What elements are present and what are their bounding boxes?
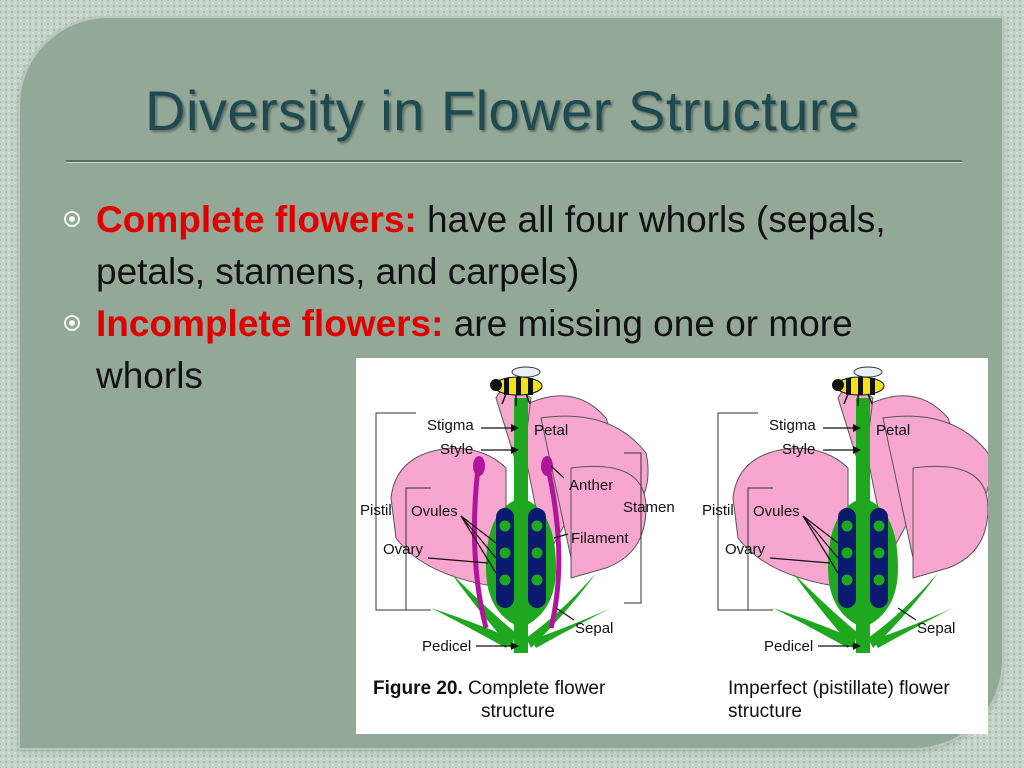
label-filament: Filament — [571, 530, 629, 547]
filament-shape — [545, 467, 562, 629]
ovules-group — [840, 519, 886, 587]
caption-figure-number: Figure 20. — [373, 678, 463, 699]
sepal-shape — [526, 573, 596, 648]
ovules-group — [498, 519, 544, 587]
label-petal: Petal — [534, 422, 568, 439]
label-stigma: Stigma — [769, 417, 816, 434]
style-shape — [856, 398, 870, 508]
sepal-shape — [873, 608, 953, 648]
bullet-term: Incomplete flowers: — [96, 303, 444, 344]
caption-left-line2: structure — [481, 701, 555, 722]
style-shape — [514, 398, 528, 508]
bee-icon — [832, 366, 885, 406]
ovule — [498, 546, 512, 560]
bracket-lines — [375, 412, 642, 611]
label-pointers — [427, 427, 575, 647]
label-style: Style — [782, 441, 815, 458]
caption-left-line1: Figure 20. Complete flower — [373, 678, 606, 699]
slide-title: Diversity in Flower Structure — [145, 79, 860, 142]
bracket-lines — [717, 412, 773, 611]
ovule — [872, 573, 886, 587]
petal-shape — [912, 465, 988, 579]
label-pointers — [769, 427, 917, 647]
bullet-text: have all four whorls (sepals, petals, st… — [96, 199, 886, 292]
label-sepal: Sepal — [575, 620, 613, 637]
label-ovary: Ovary — [383, 541, 424, 558]
label-pistil: Pistil — [360, 502, 392, 519]
label-pedicel: Pedicel — [764, 638, 813, 655]
flower-diagrams: Stigma Style Petal Anther Stamen Pistil … — [360, 366, 988, 722]
bullet-term: Complete flowers: — [96, 199, 417, 240]
ovule — [498, 519, 512, 533]
sepal-shape — [531, 608, 611, 648]
ovule — [840, 573, 854, 587]
label-ovary: Ovary — [725, 541, 766, 558]
label-pistil: Pistil — [702, 502, 734, 519]
caption-left-text: Complete flower — [463, 678, 606, 699]
circle-bullet-icon — [64, 315, 80, 331]
bullet-text: are missing one or more whorls — [96, 303, 853, 396]
ovule — [498, 573, 512, 587]
label-pedicel: Pedicel — [422, 638, 471, 655]
label-stigma: Stigma — [427, 417, 474, 434]
ovule — [530, 519, 544, 533]
ovule — [530, 573, 544, 587]
petal-shape — [732, 447, 849, 589]
imperfect-flower-diagram: Stigma Style Petal Pistil Ovules Ovary S… — [702, 366, 988, 722]
ovule — [872, 519, 886, 533]
label-arrowheads — [511, 424, 519, 650]
sepal-shape — [431, 608, 511, 648]
label-style: Style — [440, 441, 473, 458]
ovule — [840, 519, 854, 533]
sepal-shape — [773, 608, 853, 648]
anther-shape — [541, 456, 553, 476]
label-stamen: Stamen — [623, 499, 675, 516]
label-arrowheads — [853, 424, 861, 650]
label-petal: Petal — [876, 422, 910, 439]
complete-flower-diagram: Stigma Style Petal Anther Stamen Pistil … — [360, 366, 675, 722]
sepal-shape — [868, 573, 938, 648]
label-anther: Anther — [569, 477, 613, 494]
bullet-list: Complete flowers: have all four whorls (… — [62, 194, 922, 402]
filament-shape — [471, 467, 489, 629]
ovule — [840, 546, 854, 560]
label-ovules: Ovules — [411, 503, 458, 520]
caption-right-line2: structure — [728, 701, 802, 722]
sepal-shape — [793, 573, 858, 648]
ovule — [872, 546, 886, 560]
pedicel-shape — [514, 623, 528, 653]
label-sepal: Sepal — [917, 620, 955, 637]
flower-structure-figure: Stigma Style Petal Anther Stamen Pistil … — [356, 358, 988, 734]
title-divider — [66, 160, 962, 163]
bullet-complete-flowers: Complete flowers: have all four whorls (… — [62, 194, 922, 298]
anther-shape — [473, 456, 485, 476]
ovule — [530, 546, 544, 560]
pedicel-shape — [856, 623, 870, 653]
bee-icon — [490, 366, 543, 406]
bullet-incomplete-flowers: Incomplete flowers: are missing one or m… — [62, 298, 922, 402]
circle-bullet-icon — [64, 211, 80, 227]
petal-shape — [570, 465, 647, 579]
label-ovules: Ovules — [753, 503, 800, 520]
caption-right-line1: Imperfect (pistillate) flower — [728, 678, 950, 699]
